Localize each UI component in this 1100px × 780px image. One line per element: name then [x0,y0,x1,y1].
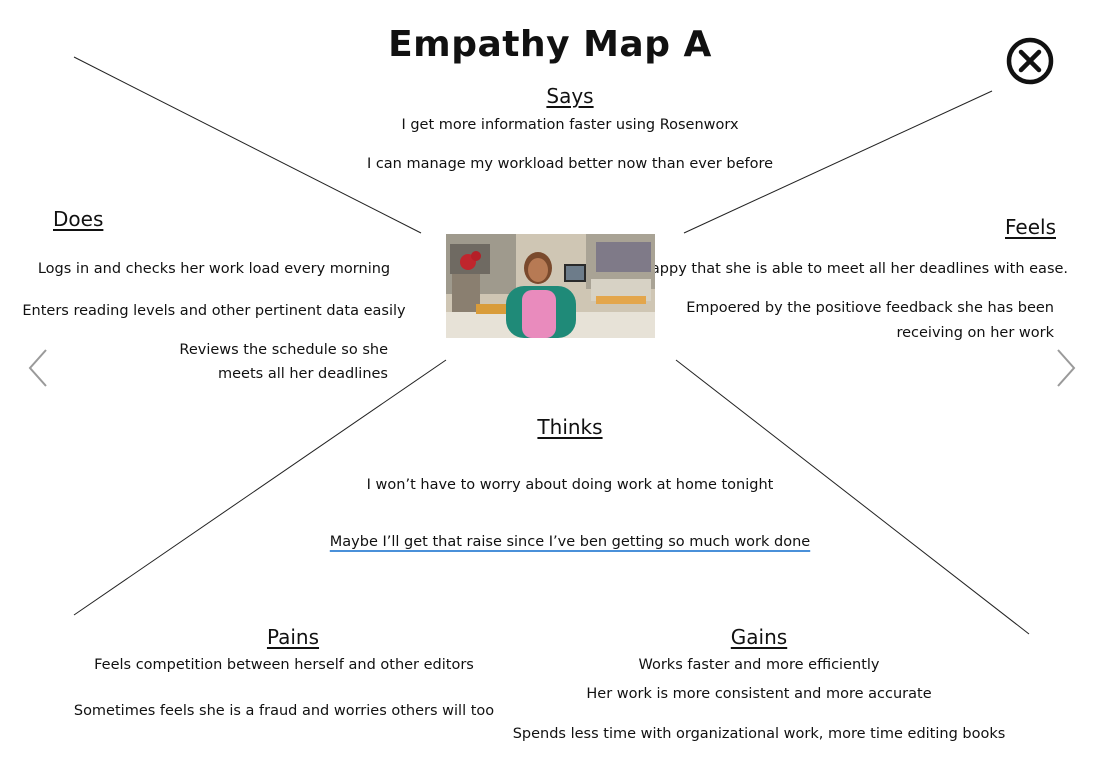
gains-heading: Gains [730,625,788,649]
thinks-item-text[interactable]: Maybe I’ll get that raise since I’ve ben… [329,534,811,550]
feels-item: Happy that she is able to meet all her d… [640,261,1069,277]
feels-item: Empoered by the positiove feedback she h… [686,300,1054,316]
chevron-right-icon [1057,349,1076,387]
does-heading: Does [53,207,104,231]
gains-item: Her work is more consistent and more acc… [586,686,932,702]
close-circle-icon [1006,37,1054,85]
feels-heading: Feels [1005,215,1056,239]
thinks-item: Maybe I’ll get that raise since I’ve ben… [270,530,870,555]
previous-button[interactable] [26,346,52,390]
does-item: Enters reading levels and other pertinen… [22,303,406,319]
thinks-heading: Thinks [537,415,603,439]
chevron-left-icon [28,349,47,387]
pains-item: Feels competition between herself and ot… [94,657,474,673]
persona-photo [446,234,655,338]
does-item: meets all her deadlines [218,366,388,382]
pains-item: Sometimes feels she is a fraud and worri… [73,703,495,719]
says-item: I get more information faster using Rose… [401,117,739,133]
page-title: Empathy Map A [388,24,712,65]
next-button[interactable] [1052,346,1078,390]
feels-item: receiving on her work [896,325,1054,341]
does-item: Reviews the schedule so she [179,342,388,358]
says-item: I can manage my workload better now than… [366,156,774,172]
close-button[interactable] [1004,35,1056,87]
thinks-item: I won’t have to worry about doing work a… [366,477,774,493]
says-heading: Says [546,84,594,108]
pains-heading: Pains [266,625,320,649]
gains-item: Works faster and more efficiently [638,657,880,673]
gains-item: Spends less time with organizational wor… [512,726,1006,742]
does-item: Logs in and checks her work load every m… [37,261,391,277]
